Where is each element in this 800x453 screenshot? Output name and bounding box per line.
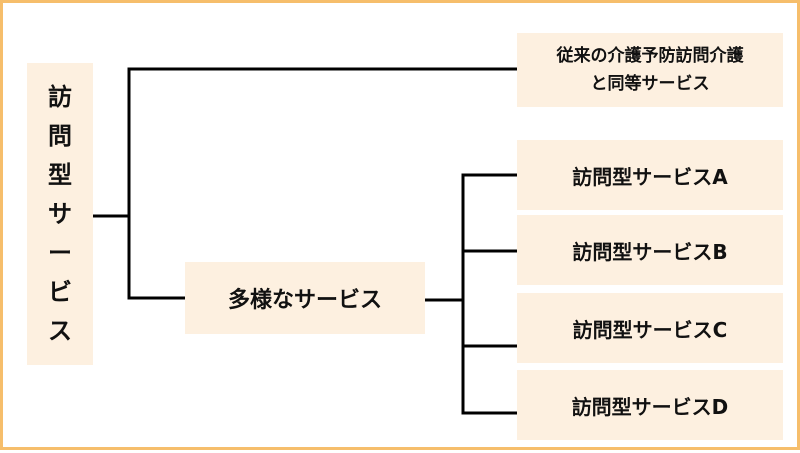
- leaf-node-b: 訪問型サービスB: [517, 215, 783, 285]
- top-node-line1: 従来の介護予防訪問介護: [556, 46, 744, 66]
- root-char: 訪: [48, 82, 72, 111]
- root-char: 問: [48, 121, 72, 150]
- root-node: 訪 問 型 サ ー ビ ス: [27, 63, 93, 365]
- middle-node: 多様なサービス: [185, 262, 425, 334]
- leaf-node-a: 訪問型サービスA: [517, 140, 783, 210]
- connector-lines: [91, 67, 519, 415]
- leaf-node-d: 訪問型サービスD: [517, 370, 783, 440]
- root-char: 型: [48, 160, 72, 189]
- root-char: ー: [48, 239, 72, 268]
- root-char: ス: [48, 317, 72, 346]
- top-node-line2: と同等サービス: [590, 74, 710, 94]
- top-node: 従来の介護予防訪問介護 と同等サービス: [517, 33, 783, 107]
- root-char: ビ: [48, 278, 72, 307]
- leaf-node-c: 訪問型サービスC: [517, 293, 783, 363]
- root-char: サ: [48, 199, 72, 228]
